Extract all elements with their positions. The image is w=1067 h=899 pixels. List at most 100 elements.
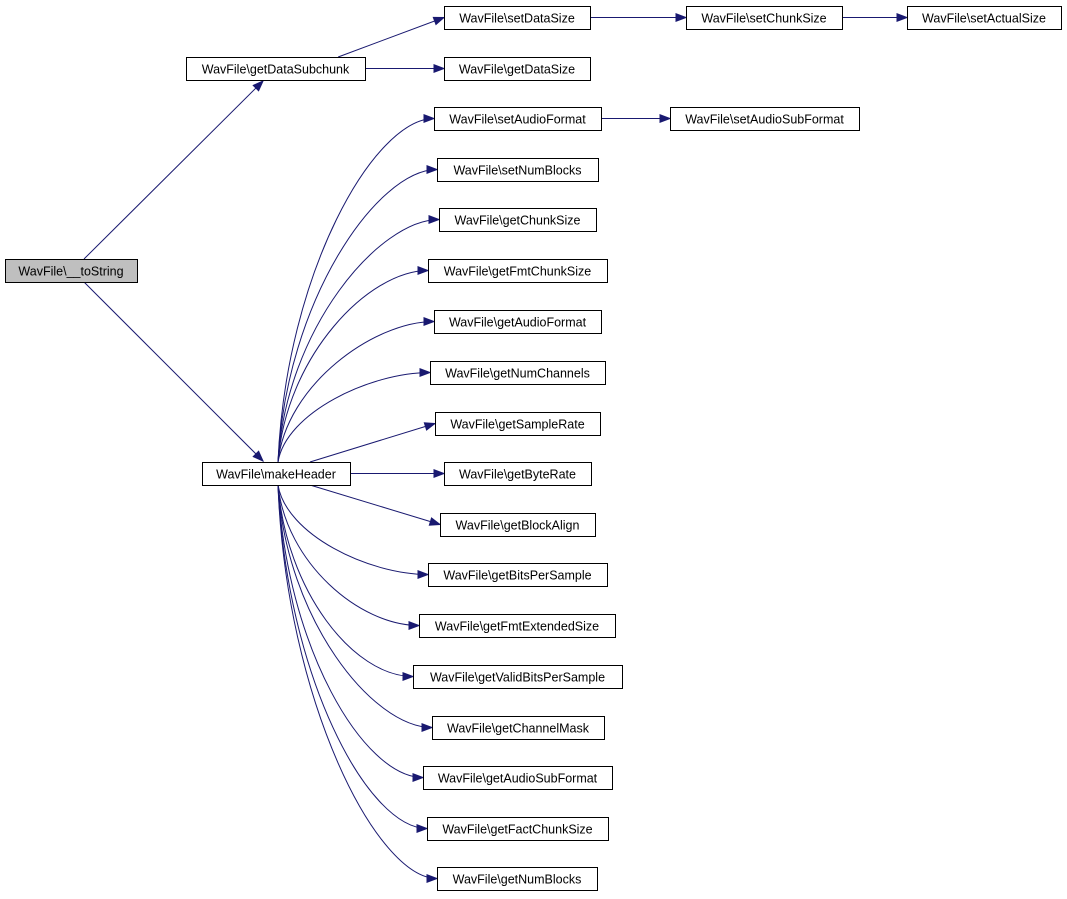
arrowhead-icon [252,80,264,92]
node-box [444,57,591,81]
node-label: WavFile\getAudioSubFormat [438,772,598,786]
call-edge [277,316,436,463]
node-getbyterate[interactable]: WavFile\getByteRate [444,462,592,486]
node-getvalidbitspersample[interactable]: WavFile\getValidBitsPerSample [413,665,623,689]
node-getfmtextendedsize[interactable]: WavFile\getFmtExtendedSize [419,614,616,638]
edge-line [277,484,428,829]
node-box [907,6,1062,30]
node-box [444,6,591,30]
node-setactualsize[interactable]: WavFile\setActualSize [907,6,1062,30]
node-setaudioformat[interactable]: WavFile\setAudioFormat [434,107,602,131]
node-box [423,766,613,790]
arrowhead-icon [416,823,429,834]
node-box [439,208,597,232]
node-setaudiosubformat[interactable]: WavFile\setAudioSubFormat [670,107,860,131]
node-setchunksize[interactable]: WavFile\setChunkSize [686,6,843,30]
node-label: WavFile\getDataSize [459,63,575,77]
node-label: WavFile\setChunkSize [701,12,826,26]
edge-line [309,423,436,463]
node-box [5,259,138,283]
edge-line [277,484,414,677]
node-label: WavFile\getBitsPerSample [443,569,591,583]
arrowhead-icon [433,63,446,74]
arrowhead-icon [426,873,439,884]
node-getblockalign[interactable]: WavFile\getBlockAlign [440,513,596,537]
node-box [430,361,606,385]
node-box [437,158,599,182]
call-edge [277,484,439,884]
arrowhead-icon [402,671,415,682]
node-makeheader[interactable]: WavFile\makeHeader [202,462,351,486]
arrowhead-icon [426,164,439,175]
function-nodes: WavFile\__toString WavFile\getDataSubchun… [5,6,1062,891]
arrowhead-icon [432,16,446,26]
node-label: WavFile\makeHeader [216,468,336,482]
node-label: WavFile\getFmtExtendedSize [435,620,599,634]
call-edge [309,484,442,526]
node-getchannelmask[interactable]: WavFile\getChannelMask [432,716,605,740]
node-setdatasize[interactable]: WavFile\setDataSize [444,6,591,30]
node-box [444,462,592,486]
node-label: WavFile\getAudioFormat [449,316,587,330]
node-label: WavFile\getValidBitsPerSample [430,671,605,685]
node-label: WavFile\getChunkSize [455,214,581,228]
call-edge [277,484,415,682]
edge-line [277,484,429,575]
call-edge [309,422,437,463]
arrowhead-icon [433,468,446,479]
node-tostring[interactable]: WavFile\__toString [5,259,138,283]
node-getdatasubchunk[interactable]: WavFile\getDataSubchunk [186,57,366,81]
edge-line [83,80,264,260]
node-getfactchunksize[interactable]: WavFile\getFactChunkSize [427,817,609,841]
call-edge [590,12,688,23]
node-setnumblocks[interactable]: WavFile\setNumBlocks [437,158,599,182]
node-getchunksize[interactable]: WavFile\getChunkSize [439,208,597,232]
call-edge [83,281,264,462]
edge-line [277,484,433,728]
edge-line [277,270,429,463]
call-edge [83,80,264,260]
arrowhead-icon [423,113,436,124]
node-label: WavFile\__toString [18,265,123,279]
call-edge [277,265,430,463]
node-label: WavFile\getByteRate [459,468,576,482]
arrowhead-icon [423,316,436,327]
node-getsamplerate[interactable]: WavFile\getSampleRate [435,412,601,436]
call-edge [277,484,430,580]
node-getnumblocks[interactable]: WavFile\getNumBlocks [437,867,598,891]
call-edges [83,12,909,884]
arrowhead-icon [417,569,430,580]
arrowhead-icon [423,422,437,431]
node-label: WavFile\getNumChannels [445,367,590,381]
arrowhead-icon [428,517,442,526]
node-box [440,513,596,537]
node-getbitspersample[interactable]: WavFile\getBitsPerSample [428,563,608,587]
arrowhead-icon [659,113,672,124]
node-getaudiosubformat[interactable]: WavFile\getAudioSubFormat [423,766,613,790]
node-box [670,107,860,131]
edge-line [277,321,435,463]
node-getnumchannels[interactable]: WavFile\getNumChannels [430,361,606,385]
edge-line [309,484,441,525]
call-edge [601,113,672,124]
edge-line [277,484,420,626]
node-getfmtchunksize[interactable]: WavFile\getFmtChunkSize [428,259,608,283]
node-box [428,563,608,587]
node-box [434,107,602,131]
call-edge [277,484,434,733]
node-getaudioformat[interactable]: WavFile\getAudioFormat [434,310,602,334]
node-box [432,716,605,740]
arrowhead-icon [419,367,432,378]
arrowhead-icon [252,450,264,462]
edge-line [337,17,445,58]
arrowhead-icon [417,265,430,276]
arrowhead-icon [408,620,421,631]
node-box [427,817,609,841]
call-edge [277,164,439,463]
node-box [186,57,366,81]
call-edge [842,12,909,23]
node-getdatasize[interactable]: WavFile\getDataSize [444,57,591,81]
call-edge [277,367,432,463]
call-edge [277,484,425,783]
node-label: WavFile\setAudioSubFormat [685,113,844,127]
